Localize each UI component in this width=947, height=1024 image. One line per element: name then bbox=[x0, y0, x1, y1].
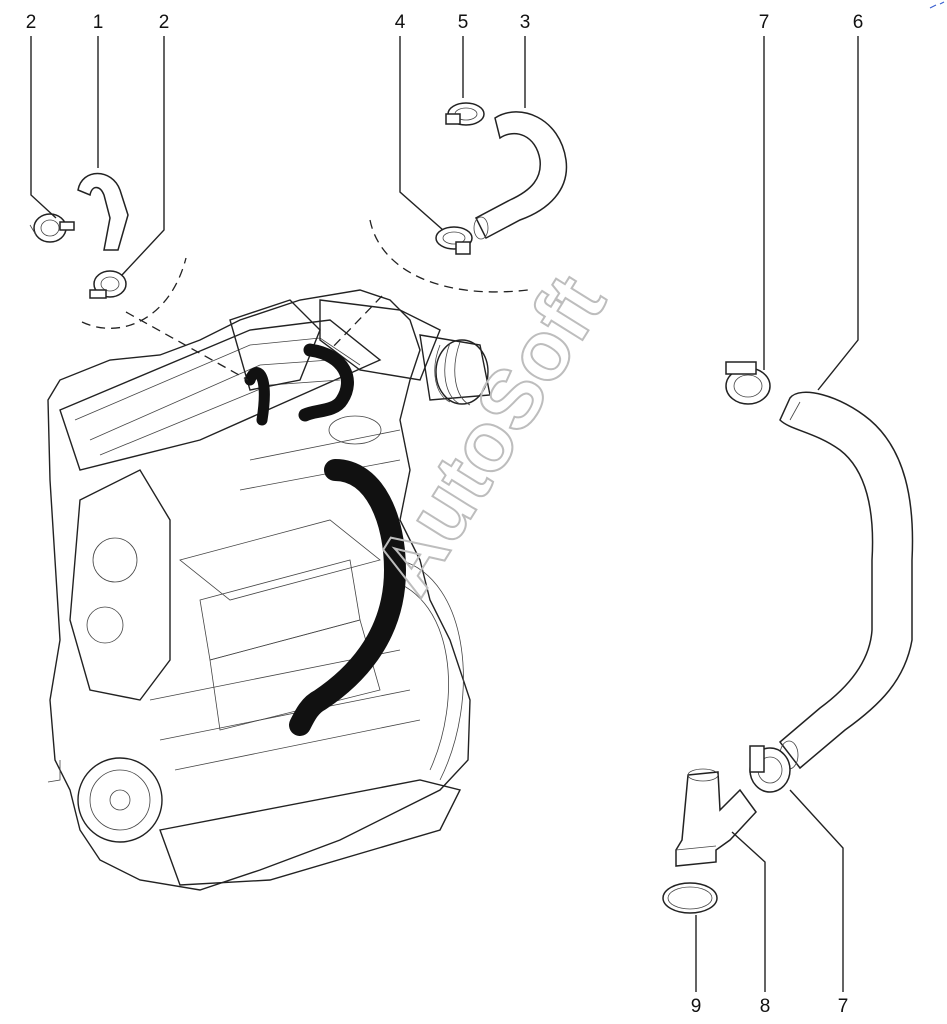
callout-9: 9 bbox=[691, 996, 702, 1017]
callout-7-top: 7 bbox=[759, 12, 770, 33]
callout-2-left: 2 bbox=[26, 12, 37, 33]
part-2-clamp-a bbox=[29, 213, 75, 243]
engine-block-drawing bbox=[47, 289, 491, 891]
corner-mark bbox=[929, 1, 945, 9]
part-2-clamp-b bbox=[89, 270, 127, 299]
installed-hoses bbox=[244, 343, 406, 736]
part-5-clamp bbox=[445, 102, 485, 126]
part-4-clamp bbox=[435, 226, 473, 255]
part-1-hose bbox=[77, 172, 129, 251]
part-7-clamp-top bbox=[725, 361, 771, 405]
part-7-clamp-bottom bbox=[749, 745, 791, 793]
callout-5: 5 bbox=[458, 12, 469, 33]
callout-4: 4 bbox=[395, 12, 406, 33]
callout-7-bottom: 7 bbox=[838, 996, 849, 1017]
part-9-oring bbox=[662, 882, 718, 914]
callout-6: 6 bbox=[853, 12, 864, 33]
callout-2-right: 2 bbox=[159, 12, 170, 33]
part-8-fitting bbox=[675, 768, 757, 867]
part-6-hose bbox=[778, 391, 914, 770]
callout-leaders bbox=[30, 36, 859, 992]
part-3-hose bbox=[473, 111, 568, 240]
callout-1: 1 bbox=[93, 12, 104, 33]
callout-3: 3 bbox=[520, 12, 531, 33]
callout-labels: 2 1 2 4 5 3 7 6 9 8 7 bbox=[26, 12, 864, 1017]
location-indicators bbox=[81, 219, 529, 381]
watermark-text: AutoSoft bbox=[356, 259, 624, 609]
callout-8: 8 bbox=[760, 996, 771, 1017]
